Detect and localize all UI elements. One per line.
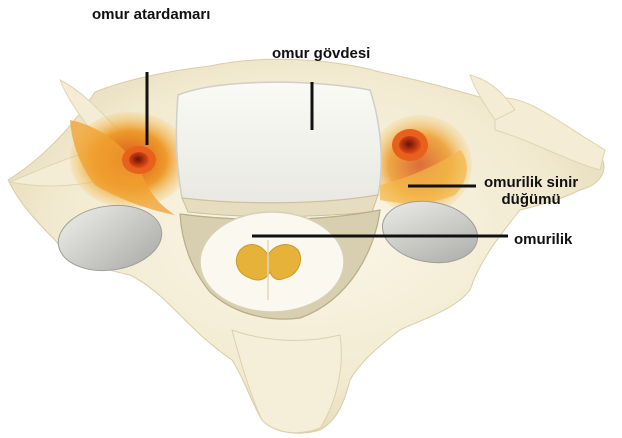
label-vertebral-body: omur gövdesi xyxy=(272,45,370,62)
label-vertebral-artery: omur atardamarı xyxy=(92,6,210,23)
label-spinal-ganglion: omurilik sinir düğümü xyxy=(484,174,578,208)
label-spinal-ganglion-line2: düğümü xyxy=(484,191,578,208)
spinal-cord xyxy=(200,212,344,312)
vertebral-artery-right xyxy=(392,129,428,161)
label-spinal-cord: omurilik xyxy=(514,231,572,248)
vertebral-artery-left xyxy=(122,146,156,174)
vertebral-body xyxy=(176,82,381,216)
label-spinal-ganglion-line1: omurilik sinir xyxy=(484,174,578,191)
